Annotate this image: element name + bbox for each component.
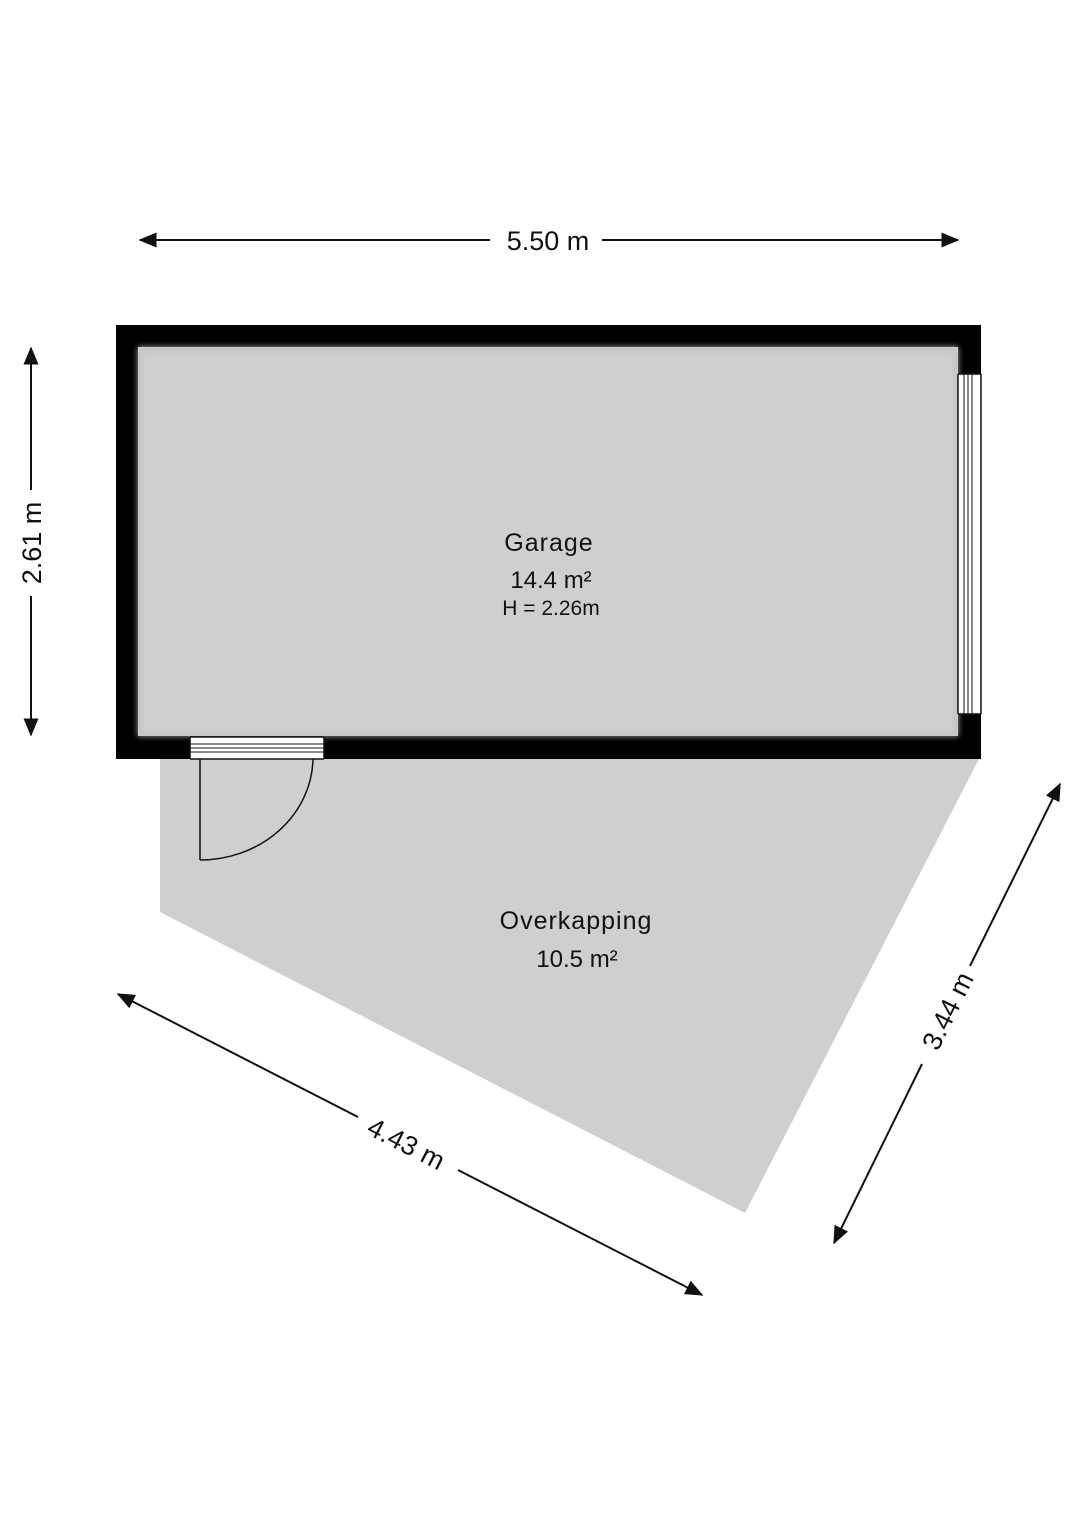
dimension-left: 2.61 m — [17, 346, 47, 737]
garage-name: Garage — [504, 529, 593, 557]
garage-labels: Garage 14.4 m² H = 2.26m — [502, 529, 599, 620]
overkapping-area-label: 10.5 m² — [536, 946, 617, 973]
dimension-top-label: 5.50 m — [507, 226, 590, 256]
garage-height: H = 2.26m — [502, 597, 599, 620]
overkapping-area — [160, 757, 980, 1213]
garage-area: 14.4 m² — [510, 567, 591, 594]
garage-floor — [138, 347, 958, 736]
garage-floor-shade — [138, 347, 958, 736]
overkapping-labels: Overkapping 10.5 m² — [500, 907, 653, 973]
dimension-top: 5.50 m — [138, 226, 960, 256]
window-right — [957, 373, 982, 715]
dimension-diagonal-right-label: 3.44 m — [916, 967, 979, 1054]
door — [189, 736, 325, 861]
dimension-diagonal-bottom-label: 4.43 m — [363, 1112, 450, 1176]
overkapping-name: Overkapping — [500, 907, 653, 935]
dimension-left-label: 2.61 m — [17, 502, 47, 585]
door-swing-arc — [199, 758, 314, 861]
